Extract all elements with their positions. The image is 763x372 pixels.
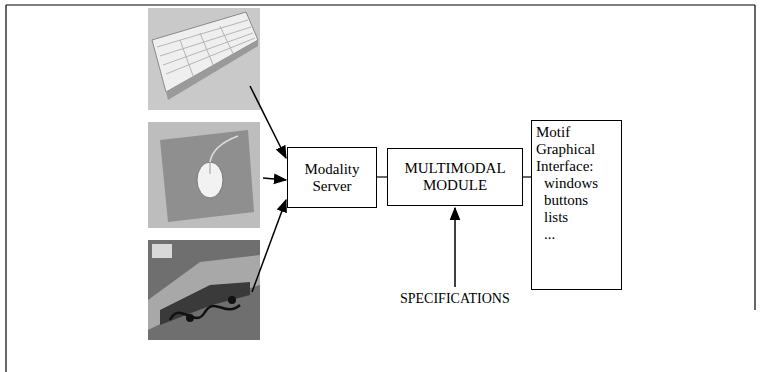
box-text: Motif Graphical Interface: (536, 124, 617, 175)
list-item: windows (536, 175, 617, 192)
input-arrow (250, 86, 286, 292)
connector-line (523, 176, 531, 177)
mouse-photo (148, 122, 260, 228)
list-item: lists (536, 209, 617, 226)
box-text: MULTIMODAL MODULE (392, 160, 518, 194)
device-photo (148, 240, 260, 340)
connector-line (377, 176, 387, 177)
box-text: Modality Server (292, 161, 372, 195)
specifications-arrow (454, 208, 456, 287)
list-item: buttons (536, 192, 617, 209)
list-item: ... (536, 226, 617, 243)
module-box: MULTIMODAL MODULE (387, 148, 523, 206)
keyboard-photo (148, 8, 260, 110)
interface-box: Motif Graphical Interface:windowsbuttons… (531, 120, 622, 290)
input-label: SPECIFICATIONS (398, 291, 512, 307)
server-box: Modality Server (287, 147, 377, 208)
frame (6, 5, 755, 372)
